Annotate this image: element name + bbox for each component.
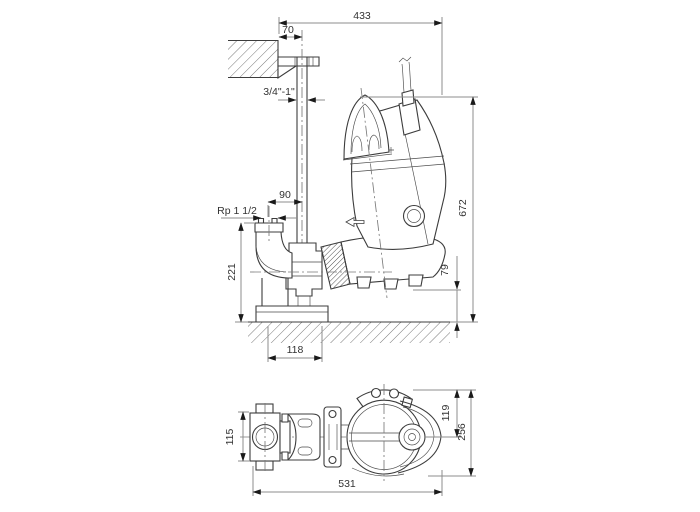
lifting-handle: [343, 94, 390, 160]
claw-slot: [297, 446, 313, 456]
pump-side-view: [320, 56, 447, 299]
dimension-base-width: 118: [267, 326, 323, 362]
flange-bolts: [257, 217, 278, 224]
coupling-details: [328, 424, 350, 450]
gland-outer: [398, 423, 426, 451]
claw-slot: [297, 418, 313, 428]
riser-pipe-walls: [296, 57, 308, 243]
dim-label-70: 70: [282, 24, 294, 36]
dimension-outlet-thread: Rp 1 1/2: [217, 205, 297, 221]
dimension-bracket-offset: 70: [278, 24, 303, 40]
flange-lug: [255, 460, 274, 471]
pump-foot: [356, 276, 372, 289]
dimension-floor-clearance: 79: [413, 256, 461, 338]
power-cable: [398, 56, 412, 93]
floor-hatch: [248, 322, 450, 343]
dim-label-672: 672: [457, 199, 469, 217]
dim-label-119: 119: [440, 404, 452, 421]
dimension-overall-length: 531: [252, 466, 443, 496]
dimension-center-to-top: 119: [413, 389, 476, 438]
plan-pump-body: [346, 384, 442, 481]
coupling-bar: [323, 406, 342, 468]
elbow-body: [255, 231, 293, 279]
handle-base-plate: [342, 153, 393, 161]
dimension-outlet-height: 221: [226, 222, 254, 323]
stand-pedestal: [261, 278, 289, 306]
dim-label-433: 433: [353, 10, 371, 22]
dim-label-221: 221: [226, 263, 238, 281]
claw-plan-body: [286, 413, 321, 461]
flow-direction-arrow-icon: [345, 216, 365, 228]
side-elevation-view: 433 70 3/4"-1" 90 Rp 1 1/2 221: [217, 10, 478, 362]
dimension-overall-height: 672: [360, 96, 478, 323]
cable-connector: [401, 89, 415, 107]
pump-axis-centerline: [360, 87, 388, 299]
plan-coupling-flange: [323, 406, 350, 468]
gland-mid: [403, 428, 421, 446]
pump-foot: [383, 278, 399, 290]
dim-label-90: 90: [279, 189, 291, 201]
dimension-guide-offset: 90: [267, 189, 303, 217]
stand-base-plate: [255, 305, 329, 323]
dim-label-79: 79: [439, 264, 451, 276]
discharge-elbow: [250, 206, 392, 323]
dimension-overall-width: 433: [278, 10, 443, 95]
clamp-bolt: [370, 387, 382, 399]
pump-foot: [408, 274, 424, 287]
floor-section: [235, 321, 478, 343]
handle-inner-arch: [350, 103, 382, 155]
plan-view: 115 119 256 531: [224, 384, 476, 496]
claw-neck: [279, 420, 291, 454]
dimension-pipe-size: 3/4"-1": [263, 86, 325, 103]
coupling-bolt: [328, 455, 337, 465]
drain-plug: [402, 204, 426, 228]
casing-inner-outline: [351, 406, 435, 477]
gland-inner: [408, 433, 416, 441]
wall-section: [228, 39, 279, 79]
clamp-bolt: [388, 388, 400, 399]
bracket-gusset: [277, 65, 298, 80]
bracket-details: [294, 57, 314, 66]
pipe-bracket: [277, 56, 320, 80]
riser-pipe: [296, 30, 308, 252]
dimension-flange-width: 115: [224, 411, 249, 462]
dim-label-256: 256: [456, 423, 468, 441]
plan-guide-claw: [279, 413, 321, 461]
dim-label-115: 115: [224, 428, 236, 445]
dim-label-pipe-size: 3/4"-1": [263, 86, 295, 98]
wall-hatch: [228, 40, 278, 78]
dimension-overall-depth: 256: [428, 389, 476, 477]
drain-plug-inner: [407, 209, 421, 223]
claw-tabs: [281, 413, 289, 461]
flange-lug: [255, 403, 274, 414]
dim-label-rp: Rp 1 1/2: [217, 205, 257, 217]
discharge-flange: [320, 241, 351, 290]
dim-label-531: 531: [338, 478, 356, 490]
dim-label-118: 118: [287, 344, 304, 356]
claw-details: [286, 261, 322, 306]
casing-outline: [397, 400, 442, 474]
coupling-bolt: [328, 409, 337, 419]
elbow-inner-curve: [255, 245, 287, 273]
handle-cutouts: [351, 134, 380, 153]
plan-elbow-flange: [249, 403, 281, 471]
